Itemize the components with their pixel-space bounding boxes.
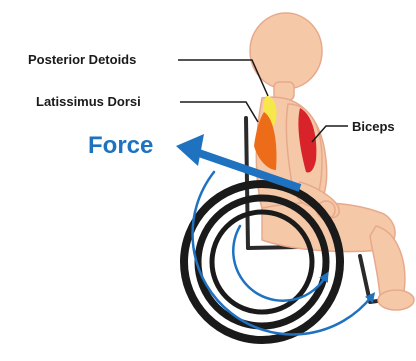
posterior-leader	[178, 60, 268, 96]
label-posterior-deltoids: Posterior Detoids	[28, 52, 136, 67]
shin	[370, 226, 405, 296]
foot	[378, 290, 414, 310]
label-force: Force	[88, 132, 153, 159]
label-latissimus-dorsi: Latissimus Dorsi	[36, 94, 141, 109]
head	[250, 13, 322, 89]
label-biceps: Biceps	[352, 119, 395, 134]
